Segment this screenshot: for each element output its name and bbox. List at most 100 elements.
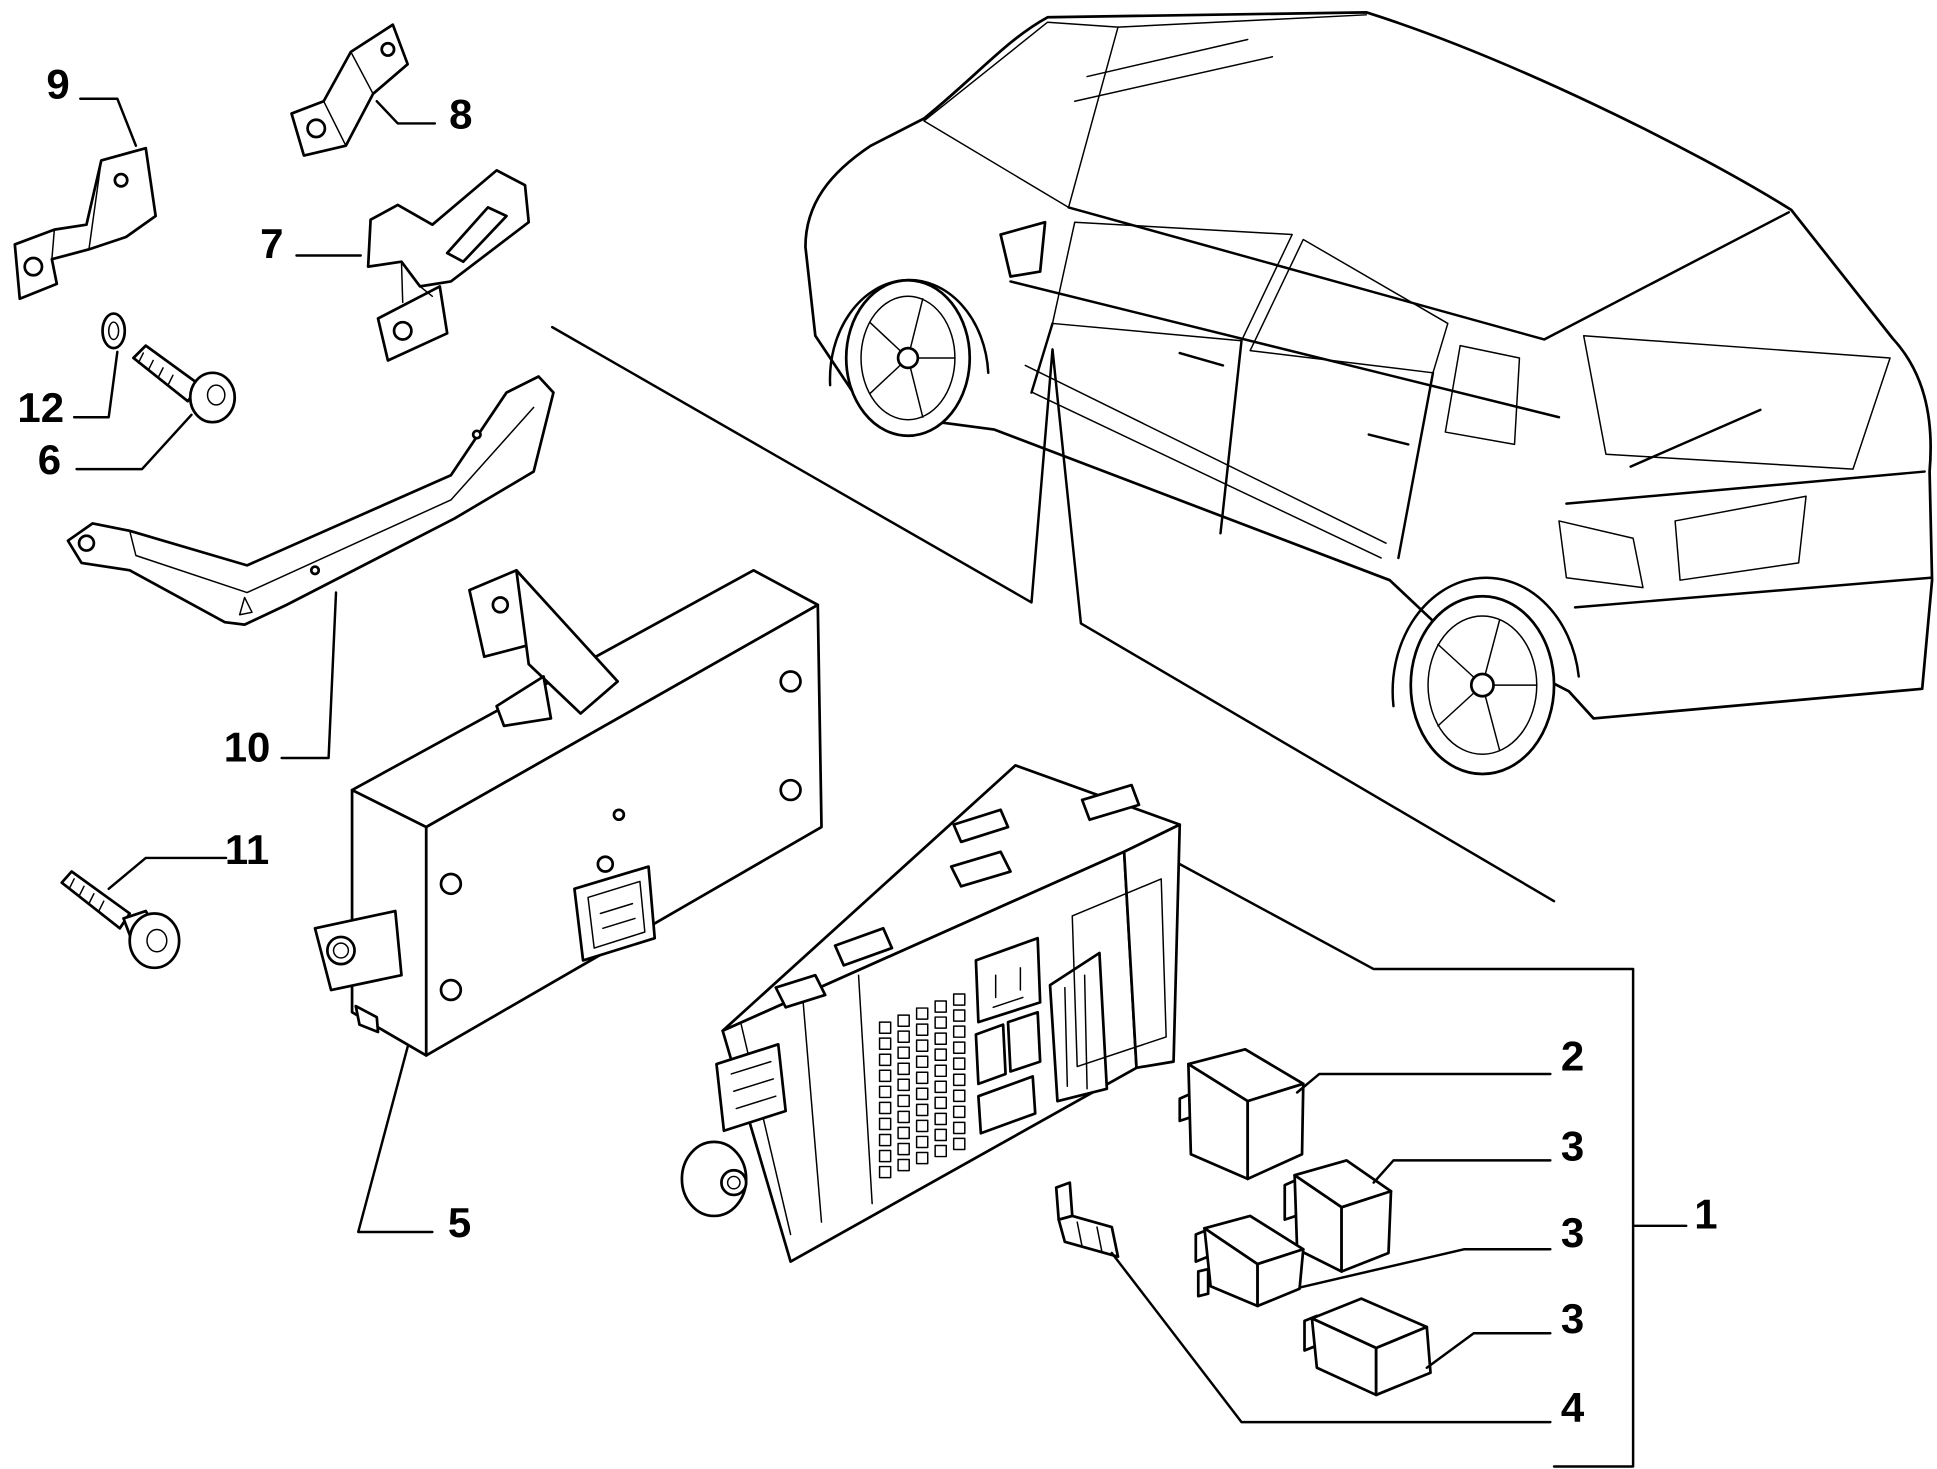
fuse-slot: [897, 1110, 910, 1124]
leader-3-upper: [1372, 1159, 1552, 1184]
fuse-slot: [897, 1062, 910, 1076]
clip: [833, 926, 894, 967]
fuse-slot: [878, 1021, 892, 1034]
fuse-slot: [934, 1144, 948, 1158]
leader-11: [107, 856, 228, 891]
rear-wheel-arch: [1391, 576, 1580, 708]
fuse-box-1: [680, 764, 1182, 1263]
fuse-slot: [934, 1096, 948, 1110]
callout-9: 9: [46, 61, 69, 108]
location-lines: [550, 325, 1556, 903]
callout-2: 2: [1561, 1032, 1584, 1079]
roof-line: [1067, 206, 1790, 341]
callout-5: 5: [448, 1199, 471, 1246]
fuse-slot: [952, 1073, 966, 1087]
leader-4: [1110, 1251, 1552, 1424]
fuse-slot: [878, 1069, 892, 1083]
relay-socket-small: [977, 1075, 1037, 1135]
car-illustration: [804, 10, 1934, 776]
fuse-slot: [934, 1112, 948, 1126]
fuse-slot: [952, 1057, 966, 1071]
bracket-8: [290, 23, 410, 157]
callout-3-upper: 3: [1561, 1122, 1584, 1169]
license-plate-recess: [1674, 495, 1807, 581]
callout-10: 10: [224, 724, 271, 771]
relay-socket: [974, 936, 1042, 1024]
fuse-slot: [897, 1078, 910, 1092]
callout-4: 4: [1561, 1384, 1585, 1431]
side-mirror: [999, 220, 1047, 278]
fuse-slot: [915, 1151, 929, 1165]
fuse-slot: [952, 1137, 966, 1151]
leader-6: [75, 413, 193, 471]
fuse-4: [1054, 1181, 1120, 1259]
fuse-slot: [897, 1046, 910, 1060]
callout-8: 8: [449, 90, 472, 137]
bolt-11: [60, 870, 181, 970]
clip: [774, 973, 827, 1009]
fuse-slot: [952, 1041, 966, 1054]
quarter-window: [1444, 344, 1521, 446]
bolt-6: [132, 344, 237, 424]
fuse-slot: [897, 1094, 910, 1108]
fuse-slot: [897, 1126, 910, 1140]
fuse-slot: [878, 1037, 892, 1051]
fuse-slot: [934, 1016, 948, 1029]
relay-3-middle: [1194, 1214, 1305, 1308]
fuse-slot: [878, 1165, 892, 1179]
fuse-slot: [934, 1064, 948, 1078]
side-connector: [715, 1042, 788, 1133]
clip: [949, 850, 1012, 888]
callouts: 9 8 7 12 6 10 11 5 2 3 3 3 4 1: [17, 61, 1717, 1431]
control-unit-5: [313, 568, 823, 1057]
fuse-slot: [878, 1101, 892, 1115]
relay-socket-small: [1006, 1010, 1042, 1073]
belt-line: [1009, 280, 1561, 419]
fuse-slot: [897, 1030, 910, 1043]
clip: [1080, 783, 1141, 822]
fuse-slot: [878, 1149, 892, 1163]
roof-rails: [1073, 14, 1368, 102]
fuse-slot: [915, 1103, 929, 1117]
fuse-slot: [934, 1048, 948, 1062]
fuse-grid: [878, 993, 966, 1179]
connector: [573, 865, 657, 962]
relay-socket-small: [974, 1023, 1007, 1086]
fuse-slot: [897, 1158, 910, 1172]
fuse-slot: [934, 1032, 948, 1045]
side-molding: [1024, 364, 1387, 559]
fuse-slot: [934, 1128, 948, 1142]
leader-lines: [72, 97, 1688, 1468]
fuse-slot: [878, 1133, 892, 1147]
door-handles: [1178, 351, 1410, 446]
fuse-slot: [915, 1039, 929, 1053]
bracket-7: [366, 168, 531, 362]
fuse-slot: [952, 1089, 966, 1103]
fuse-slot: [934, 1080, 948, 1094]
relay-2: [1178, 1047, 1305, 1181]
fuse-slot: [952, 1121, 966, 1135]
fuse-slot: [878, 1053, 892, 1067]
bracket-10: [66, 375, 555, 626]
leader-9: [79, 97, 138, 147]
leader-2: [1295, 1072, 1552, 1094]
callout-11: 11: [225, 826, 269, 873]
callout-6: 6: [38, 436, 61, 483]
callout-12: 12: [17, 384, 64, 431]
fuse-slot: [915, 1023, 929, 1036]
fuse-slot: [934, 1000, 948, 1013]
bracket-9: [13, 146, 158, 301]
leader-3-lower: [1425, 1331, 1552, 1370]
callout-3-lower: 3: [1561, 1295, 1584, 1342]
rear-window: [1582, 335, 1891, 470]
callout-3-middle: 3: [1561, 1209, 1584, 1256]
fuse-slot: [897, 1014, 910, 1027]
relay-3-upper: [1283, 1159, 1393, 1273]
tail-light: [1558, 520, 1644, 589]
callout-7: 7: [260, 220, 283, 267]
leader-10: [280, 591, 338, 760]
fuse-slot: [915, 1055, 929, 1069]
front-wheel: [844, 278, 972, 438]
mounting-ear: [313, 909, 403, 992]
leader-5: [357, 1045, 434, 1234]
